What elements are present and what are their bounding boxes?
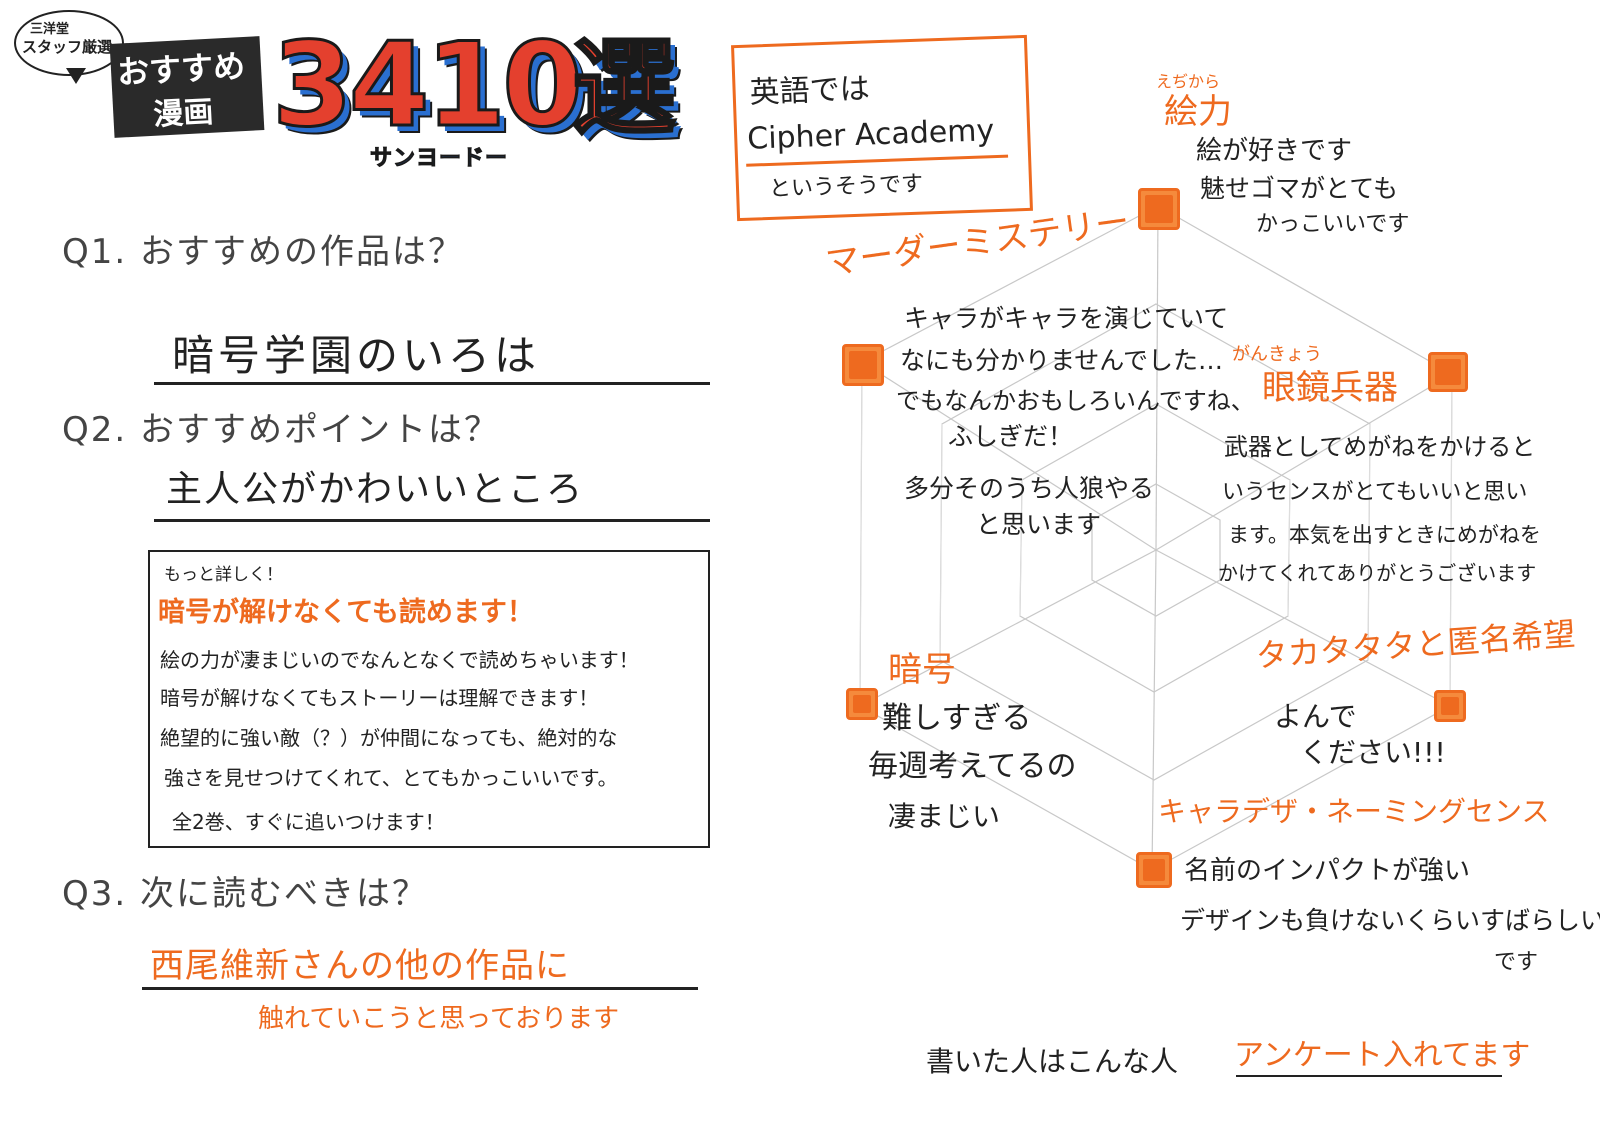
marker-glasses xyxy=(1428,352,1468,392)
art-comment-1: 絵が好きです xyxy=(1196,136,1353,166)
logo-ruby: サンヨードー xyxy=(369,146,509,172)
cipher-comment-1: 難しすぎる xyxy=(882,701,1032,736)
q2-question: Q2. おすすめポイントは？ xyxy=(62,410,501,450)
detail-line-5: 全2巻、すぐに追いつけます！ xyxy=(172,810,445,834)
mystery-comment-1: キャラがキャラを演じていて xyxy=(904,304,1229,333)
radar-axis-cipher xyxy=(859,549,1157,707)
glasses-comment-3: ます。本気を出すときにめがねを xyxy=(1228,523,1541,547)
detail-highlight: 暗号が解けなくても読めます！ xyxy=(158,597,534,628)
speech-bubble: 三洋堂 スタッフ厳選 xyxy=(14,10,124,76)
marker-design xyxy=(1136,852,1172,888)
q1-answer: 暗号学園のいろは xyxy=(172,331,541,380)
glasses-comment-4: かけてくれてありがとうございます xyxy=(1218,561,1537,585)
q1-answer-line xyxy=(154,382,710,385)
tatata-comment-1: よんで xyxy=(1274,700,1357,733)
mystery-comment-3: でもなんかおもしろいんですね、 xyxy=(896,387,1255,415)
writer-label: 書いた人はこんな人 xyxy=(926,1045,1179,1078)
art-ruby: えぢから xyxy=(1156,72,1221,91)
art-comment-2: 魅せゴマがとても xyxy=(1200,174,1399,203)
marker-tatata xyxy=(1434,690,1466,722)
logo-number: 3410 xyxy=(271,18,585,153)
detail-box: もっと詳しく！ 暗号が解けなくても読めます！ 絵の力が凄まじいのでなんとなくで読… xyxy=(148,550,710,848)
q2-answer-line xyxy=(154,519,710,522)
marker-cipher xyxy=(846,688,878,720)
bubble-tail xyxy=(66,68,86,84)
header-logo: 三洋堂 スタッフ厳選 おすすめ 漫画 3410 選 サンヨードー xyxy=(0,0,720,180)
bubble-line1: 三洋堂 xyxy=(30,22,70,37)
writer-answer: アンケート入れてます xyxy=(1234,1038,1531,1073)
detail-line-4: 強さを見せつけてくれて、とてもかっこいいです。 xyxy=(164,766,618,790)
mystery-comment-5: 多分そのうち人狼やる xyxy=(904,474,1155,503)
design-comment-1: 名前のインパクトが強い xyxy=(1184,856,1471,886)
marker-art xyxy=(1138,188,1180,230)
q3-question: Q3. 次に読むべきは？ xyxy=(62,874,429,914)
mystery-comment-6: と思います xyxy=(976,510,1102,539)
mystery-comment-4: ふしぎだ！ xyxy=(948,422,1074,451)
detail-heading: もっと詳しく！ xyxy=(164,565,283,585)
writer-answer-line xyxy=(1236,1075,1502,1077)
cipher-label: 暗号 xyxy=(888,650,956,690)
marker-mystery xyxy=(842,344,884,386)
design-label: キャラデザ・ネーミングセンス xyxy=(1158,795,1550,828)
detail-line-3: 絶望的に強い敵（？）が仲間になっても、絶対的な xyxy=(160,726,618,750)
radar-axis-design xyxy=(1151,549,1157,871)
q1-question: Q1. おすすめの作品は？ xyxy=(62,232,465,272)
radar-axis-tatata xyxy=(1155,549,1451,707)
radar-axis-art xyxy=(1155,205,1159,551)
glasses-comment-2: いうセンスがとてもいいと思い xyxy=(1222,480,1528,505)
detail-line-1: 絵の力が凄まじいのでなんとなくで読めちゃいます！ xyxy=(160,648,639,672)
q3-answer-line1: 西尾維新さんの他の作品に xyxy=(150,946,570,986)
logo-kanji: 選 xyxy=(570,27,677,149)
detail-line-2: 暗号が解けなくてもストーリーは理解できます！ xyxy=(160,686,599,710)
q3-answer-line2: 触れていこうと思っております xyxy=(258,1004,620,1034)
mystery-comment-2: なにも分かりませんでした… xyxy=(900,346,1224,375)
radar-axis-mystery xyxy=(861,361,1157,551)
glasses-ruby: がんきょう xyxy=(1232,344,1322,365)
cipher-comment-3: 凄まじい xyxy=(888,800,1001,833)
radar-axis-glasses xyxy=(1155,373,1453,551)
q2-answer: 主人公がかわいいところ xyxy=(166,469,585,510)
bubble-line2: スタッフ厳選 xyxy=(22,38,113,56)
art-comment-3: かっこいいです xyxy=(1256,212,1410,237)
glasses-label: 眼鏡兵器 xyxy=(1262,368,1398,408)
glasses-comment-1: 武器としてめがねをかけると xyxy=(1224,433,1536,461)
design-comment-2: デザインも負けないくらいすばらしい xyxy=(1180,906,1600,935)
cipher-comment-2: 毎週考えてるの xyxy=(868,749,1077,784)
art-label: 絵力 xyxy=(1164,92,1232,132)
design-comment-3: です xyxy=(1494,950,1539,975)
q3-answer-line xyxy=(142,987,698,990)
radar-ring-inner xyxy=(1091,483,1221,617)
tatata-comment-2: ください!!! xyxy=(1300,736,1446,769)
